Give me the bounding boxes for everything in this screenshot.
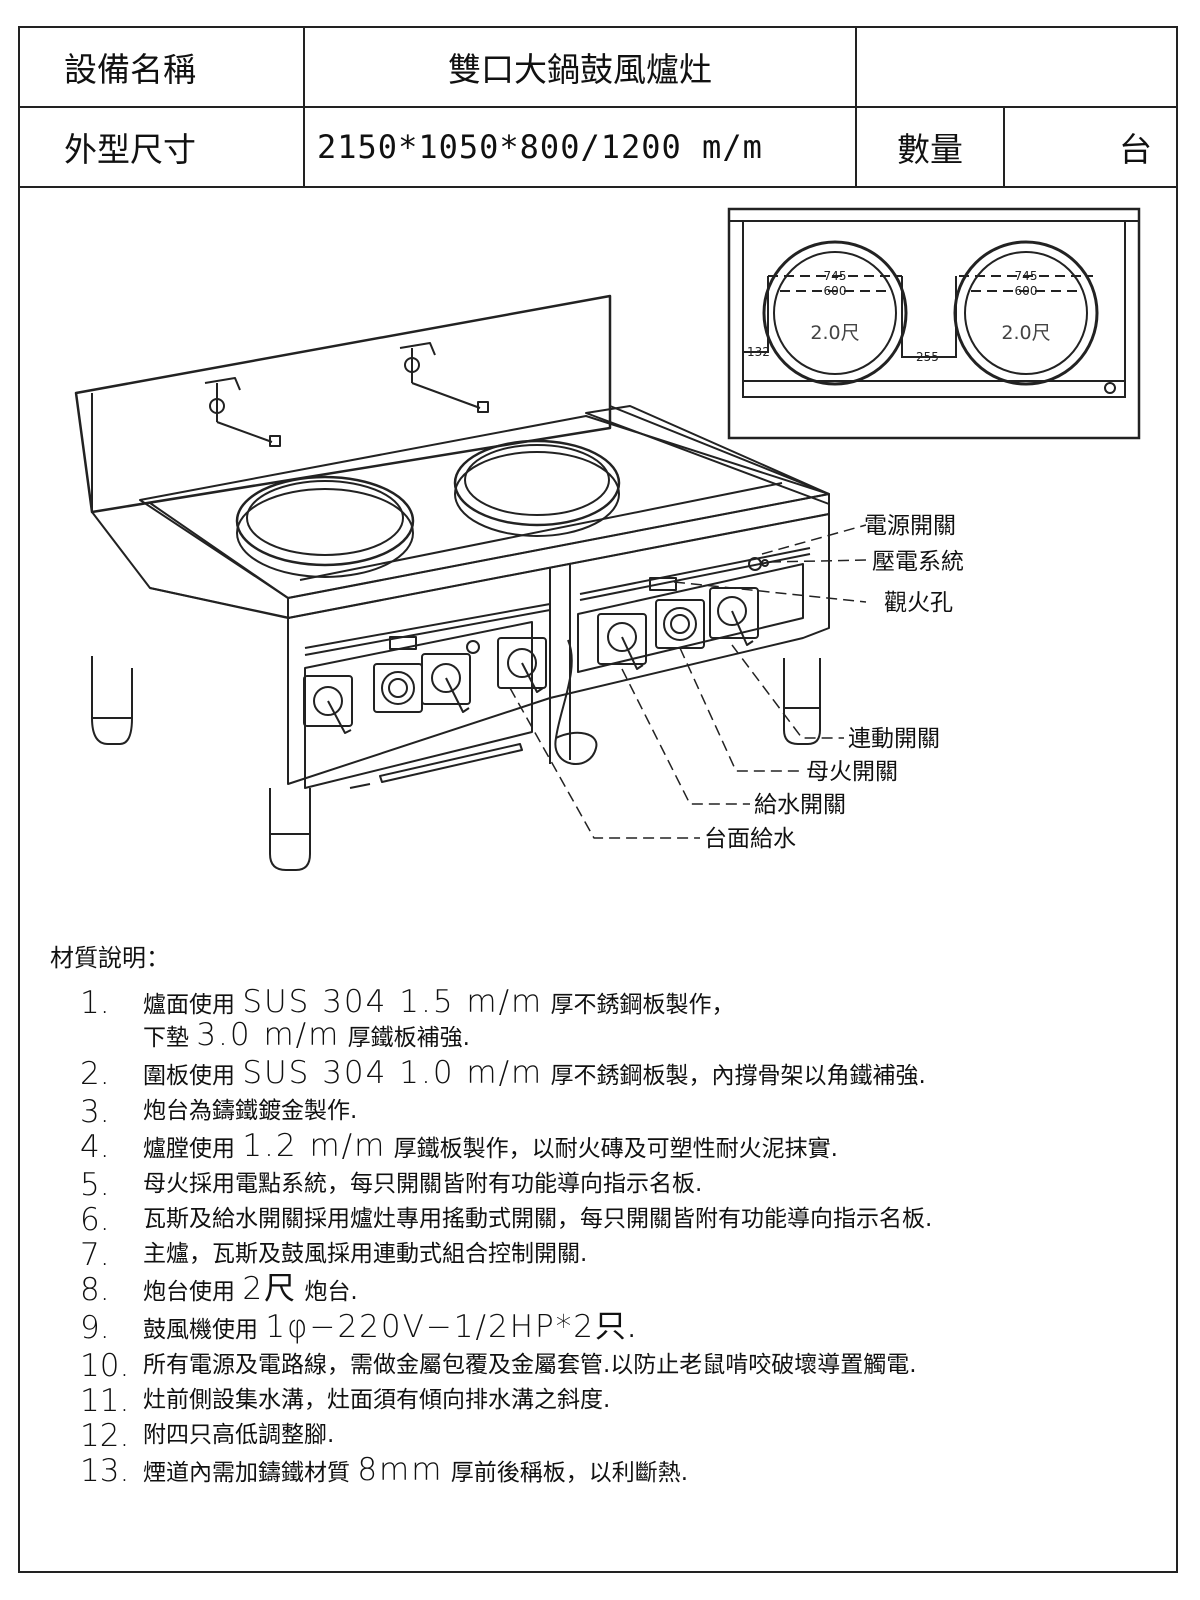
- note-text: 煙道內需加鑄鐵材質: [143, 1460, 358, 1486]
- callout-water-switch: 給水開關: [754, 792, 846, 818]
- note-item: 11. 灶前側設集水溝，灶面須有傾向排水溝之斜度.: [50, 1383, 1160, 1419]
- note-text: .: [627, 1317, 636, 1343]
- note-text: 厚前後稱板，以利斷熱.: [443, 1460, 689, 1486]
- note-item: 9. 鼓風機使用 1φ−220V−1/2HP*2只.: [50, 1312, 1160, 1345]
- callout-counter-water: 台面給水: [704, 826, 796, 852]
- note-text: 厚不銹鋼板製作，: [543, 992, 735, 1018]
- plan-outer-dim-1: 745: [824, 269, 847, 283]
- note-item: 7. 主爐，瓦斯及鼓風採用連動式組合控制開關.: [50, 1237, 1160, 1273]
- plan-burner-size-2: 2.0尺: [1001, 322, 1050, 344]
- note-text: 瓦斯及給水開關採用爐灶專用搖動式開關，每只開關皆附有功能導向指示名板.: [143, 1206, 933, 1232]
- plan-inner-dim-2: 600: [1015, 284, 1038, 298]
- equipment-name-label: 設備名稱: [20, 28, 305, 108]
- note-number: 4.: [80, 1129, 110, 1165]
- blank-cell: [855, 28, 1176, 108]
- note-number: 3.: [80, 1094, 110, 1130]
- note-text: 1.2 m/m: [242, 1128, 387, 1164]
- note-item: 6. 瓦斯及給水開關採用爐灶專用搖動式開關，每只開關皆附有功能導向指示名板.: [50, 1202, 1160, 1238]
- note-text: 爐膛使用: [143, 1136, 243, 1162]
- note-item: 5. 母火採用電點系統，每只開關皆附有功能導向指示名板.: [50, 1167, 1160, 1203]
- note-text: 主爐，瓦斯及鼓風採用連動式組合控制開關.: [143, 1241, 588, 1267]
- note-item: 8. 炮台使用 2尺 炮台.: [50, 1274, 1160, 1307]
- note-text: 鼓風機使用: [143, 1317, 266, 1343]
- note-number: 6.: [80, 1202, 110, 1238]
- note-item: 12. 附四只高低調整腳.: [50, 1418, 1160, 1454]
- note-item: 1.爐面使用 SUS 304 1.5 m/m 厚不銹鋼板製作，下墊 3.0 m/…: [50, 987, 1160, 1053]
- callout-linked-switch: 連動開關: [848, 726, 940, 752]
- note-item: 3. 炮台為鑄鐵鍍金製作.: [50, 1094, 1160, 1130]
- dimensions-label: 外型尺寸: [20, 106, 305, 188]
- note-number: 2.: [80, 1056, 110, 1092]
- callout-sight-hole: 觀火孔: [884, 590, 953, 616]
- plan-outer-dim-2: 745: [1015, 269, 1038, 283]
- note-text: 炮台使用: [143, 1279, 243, 1305]
- note-number: 12.: [80, 1418, 130, 1454]
- note-number: 9.: [80, 1310, 110, 1346]
- plan-burner-size-1: 2.0尺: [810, 322, 859, 344]
- note-number: 8.: [80, 1272, 110, 1308]
- stove-perspective: 電源開關 壓電系統 觀火孔 連動開關 母火開關 給水開關 台面給水: [74, 294, 964, 871]
- note-line-2: 下墊 3.0 m/m 厚鐵板補強.: [143, 1020, 1160, 1053]
- note-text: 母火採用電點系統，每只開關皆附有功能導向指示名板.: [143, 1171, 703, 1197]
- note-text: SUS 304 1.5 m/m: [242, 984, 544, 1020]
- knob-group-left: [303, 636, 547, 734]
- note-item: 4. 爐膛使用 1.2 m/m 厚鐵板製作，以耐火磚及可塑性耐火泥抹實.: [50, 1131, 1160, 1164]
- note-number: 11.: [80, 1383, 130, 1419]
- note-text: 附四只高低調整腳.: [143, 1422, 335, 1448]
- quantity-label: 數量: [855, 106, 1005, 188]
- callout-piezo-system: 壓電系統: [872, 549, 964, 575]
- notes-title: 材質說明：: [50, 944, 170, 972]
- plan-inner-dim-1: 600: [824, 284, 847, 298]
- spec-sheet: 設備名稱 雙口大鍋鼓風爐灶 外型尺寸 2150*1050*800/1200 m/…: [18, 26, 1178, 1573]
- note-text: 3.0 m/m: [196, 1017, 341, 1053]
- note-text: SUS 304 1.0 m/m: [242, 1055, 544, 1091]
- note-text: 2尺: [242, 1271, 298, 1307]
- note-text: 8mm: [357, 1452, 444, 1488]
- material-notes: 材質說明： 1. 爐面使用 SUS 304 1.5 m/m 厚不銹鋼板製作，下墊 …: [50, 938, 1160, 1493]
- quantity-unit: 台: [1003, 106, 1176, 188]
- note-text: 厚不銹鋼板製，內撐骨架以角鐵補強.: [543, 1063, 926, 1089]
- plan-edge-gap: 132: [747, 345, 770, 359]
- equipment-name-value: 雙口大鍋鼓風爐灶: [303, 28, 857, 108]
- note-text: 1φ−220V−1/2HP*2只: [265, 1309, 628, 1345]
- faucet-left: [204, 377, 281, 447]
- callout-power-switch: 電源開關: [864, 513, 956, 539]
- note-number: 1.: [80, 985, 110, 1021]
- note-number: 10.: [80, 1348, 130, 1384]
- callout-pilot-switch: 母火開關: [806, 759, 898, 785]
- note-text: 炮台為鑄鐵鍍金製作.: [143, 1098, 358, 1124]
- note-number: 5.: [80, 1167, 110, 1203]
- dimensions-value: 2150*1050*800/1200 m/m: [303, 106, 857, 188]
- note-text: 厚鐵板製作，以耐火磚及可塑性耐火泥抹實.: [386, 1136, 838, 1162]
- note-item: 2. 圍板使用 SUS 304 1.0 m/m 厚不銹鋼板製，內撐骨架以角鐵補強.: [50, 1058, 1160, 1091]
- note-list: 1.爐面使用 SUS 304 1.5 m/m 厚不銹鋼板製作，下墊 3.0 m/…: [50, 987, 1160, 1488]
- plan-middle-gap: 255: [916, 350, 939, 364]
- note-number: 7.: [80, 1237, 110, 1273]
- note-text: 厚鐵板補強.: [340, 1025, 470, 1051]
- note-item: 13. 煙道內需加鑄鐵材質 8mm 厚前後稱板，以利斷熱.: [50, 1455, 1160, 1488]
- plan-view: 745 600 745 600 132 255 2.0尺 2.0尺: [727, 207, 1141, 440]
- note-number: 13.: [80, 1453, 130, 1489]
- note-text: 圍板使用: [143, 1063, 243, 1089]
- note-item: 10. 所有電源及電路線，需做金屬包覆及金屬套管.以防止老鼠啃咬破壞導置觸電.: [50, 1348, 1160, 1384]
- note-text: 下墊: [143, 1025, 197, 1051]
- note-text: 炮台.: [297, 1279, 358, 1305]
- note-text: 爐面使用: [143, 992, 243, 1018]
- note-text: 灶前側設集水溝，灶面須有傾向排水溝之斜度.: [143, 1387, 611, 1413]
- stove-drawing: 745 600 745 600 132 255 2.0尺 2.0尺: [74, 207, 1141, 871]
- note-text: 所有電源及電路線，需做金屬包覆及金屬套管.以防止老鼠啃咬破壞導置觸電.: [143, 1352, 917, 1378]
- faucet-right: [399, 342, 489, 413]
- header-table: 設備名稱 雙口大鍋鼓風爐灶 外型尺寸 2150*1050*800/1200 m/…: [20, 28, 1176, 188]
